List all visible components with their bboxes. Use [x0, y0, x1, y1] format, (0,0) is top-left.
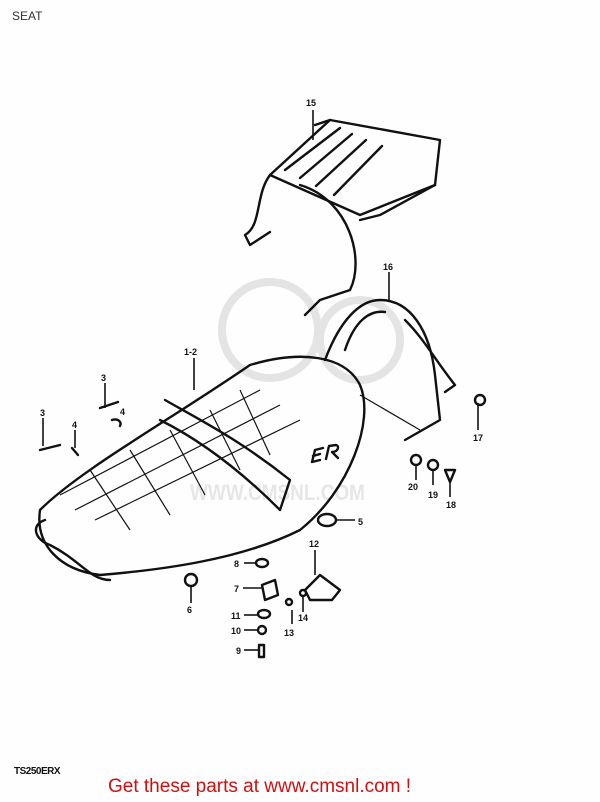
callout-9: 9 [236, 646, 241, 656]
callout-10: 10 [231, 626, 241, 636]
callout-16: 16 [383, 262, 393, 272]
promo-link[interactable]: Get these parts at www.cmsnl.com ! [108, 776, 412, 797]
callout-20: 20 [408, 482, 418, 492]
callout-4b: 4 [72, 420, 77, 430]
model-code: TS250ERX [14, 766, 61, 777]
callout-4a: 4 [120, 407, 125, 417]
callout-3a: 3 [101, 373, 106, 383]
callout-1-2: 1-2 [184, 347, 197, 357]
callout-3b: 3 [40, 408, 45, 418]
callout-18: 18 [446, 500, 456, 510]
watermark-text: WWW.CMSNL.COM [190, 480, 365, 505]
rear-frame [323, 298, 457, 442]
callout-17: 17 [473, 433, 483, 443]
leader-lines [42, 110, 479, 651]
callout-15: 15 [306, 98, 316, 108]
luggage-rack [243, 118, 442, 317]
callout-7: 7 [234, 584, 239, 594]
seat [34, 355, 366, 582]
watermark-logo: WWW.CMSNL.COM [190, 278, 404, 505]
callout-12: 12 [309, 539, 319, 549]
callout-8: 8 [234, 559, 239, 569]
callout-13: 13 [284, 628, 294, 638]
seat-er-emblem [310, 443, 340, 464]
callout-19: 19 [428, 490, 438, 500]
small-parts [38, 393, 487, 659]
callout-11: 11 [231, 611, 241, 621]
callout-5: 5 [358, 517, 363, 527]
diagram-title: SEAT [12, 9, 43, 23]
callout-14: 14 [298, 613, 308, 623]
callouts: 15 16 1-2 3 3 4 4 17 20 19 18 5 12 8 7 6… [40, 98, 483, 656]
callout-6: 6 [187, 605, 192, 615]
